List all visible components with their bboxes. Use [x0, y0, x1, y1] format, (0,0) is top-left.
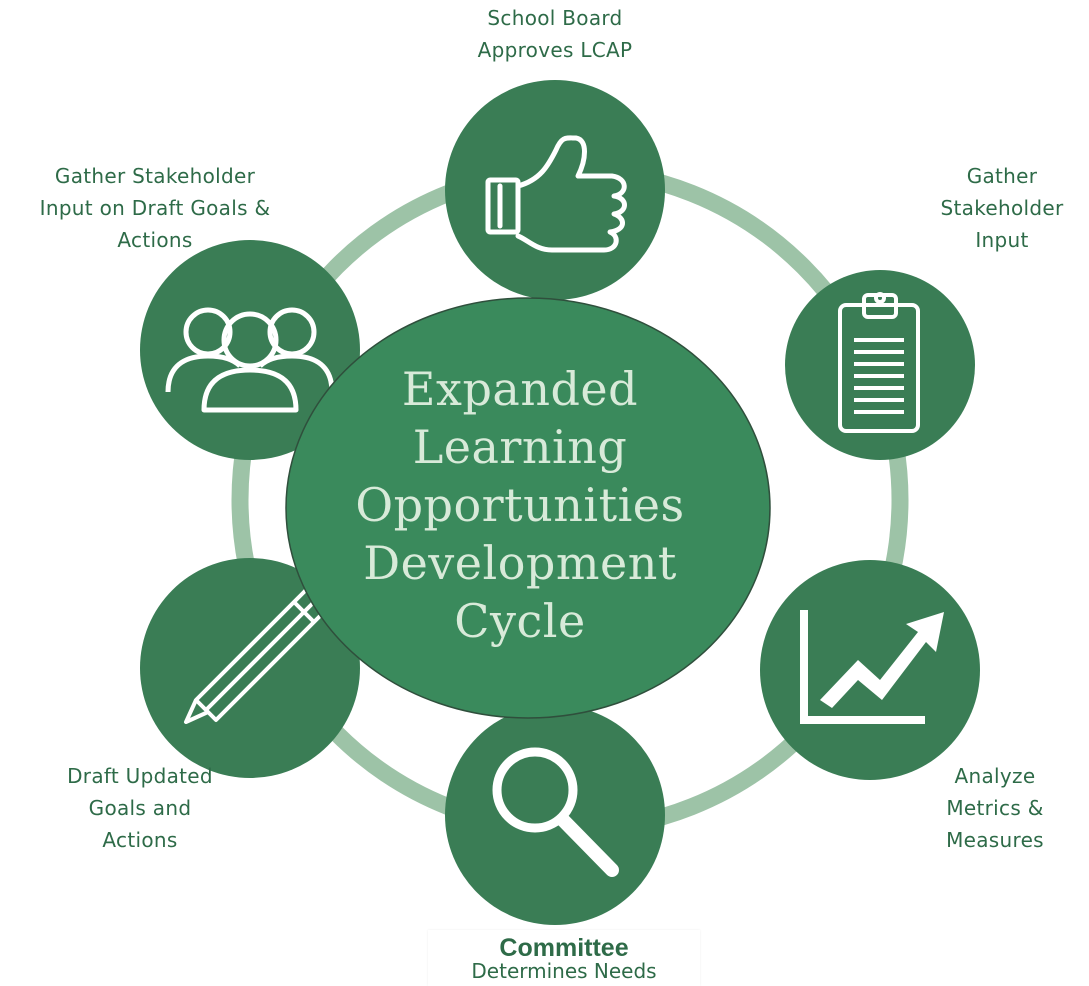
committee-label-box [428, 930, 700, 986]
label-line: Approves LCAP [477, 38, 633, 62]
center-title-line: Learning [412, 420, 628, 474]
node-circle [760, 560, 980, 780]
thumbs-up-icon [485, 135, 627, 253]
node-circle [140, 240, 360, 460]
node-circle [445, 705, 665, 925]
center-ellipse [285, 297, 771, 719]
label-line: Input on Draft Goals & [39, 196, 271, 220]
label-line: Goals and [88, 796, 192, 820]
label-approve: School Board Approves LCAP [425, 2, 685, 66]
label-line: Metrics & [946, 796, 1044, 820]
center-title-line: Opportunities [355, 478, 685, 532]
node-gather-draft [140, 240, 360, 460]
center-title: Expanded Learning Opportunities Developm… [290, 360, 750, 650]
label-draft: Draft Updated Goals and Actions [20, 760, 260, 856]
node-circle [445, 80, 665, 300]
label-line: Analyze [954, 764, 1036, 788]
label-gather-input: Gather Stakeholder Input [915, 160, 1089, 256]
group-icon [165, 307, 335, 413]
label-line: School Board [487, 6, 623, 30]
label-line: Stakeholder [940, 196, 1064, 220]
label-line: Gather [966, 164, 1038, 188]
trend-chart-icon [800, 610, 944, 724]
label-line: Input [975, 228, 1029, 252]
label-committee-subtitle: Determines Needs [471, 959, 657, 983]
label-line: Draft Updated [67, 764, 213, 788]
label-line: Actions [102, 828, 178, 852]
magnifier-icon [492, 747, 619, 877]
label-line: Measures [946, 828, 1044, 852]
node-draft [140, 558, 360, 778]
clipboard-icon [838, 292, 920, 433]
node-gather-input [785, 270, 975, 460]
label-line: Actions [117, 228, 193, 252]
center-title-line: Cycle [454, 594, 586, 648]
label-line: Gather Stakeholder [54, 164, 256, 188]
node-analyze [760, 560, 980, 780]
node-committee [445, 705, 665, 925]
label-analyze: Analyze Metrics & Measures [910, 760, 1080, 856]
center-title-line: Expanded [401, 362, 639, 416]
label-gather-draft: Gather Stakeholder Input on Draft Goals … [0, 160, 310, 256]
label-committee-title: Committee [499, 934, 629, 962]
center-title-line: Development [363, 536, 677, 590]
node-approve [445, 80, 665, 300]
